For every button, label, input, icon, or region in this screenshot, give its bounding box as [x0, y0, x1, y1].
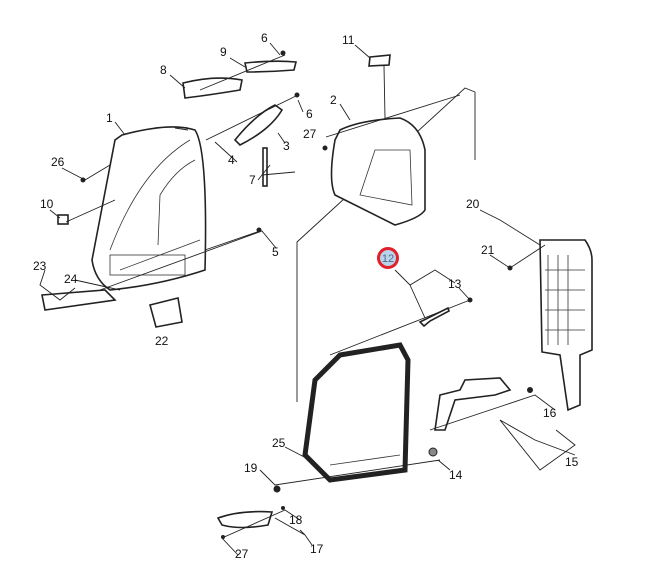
callout-25[interactable]: 25	[272, 436, 286, 450]
callout-14[interactable]: 14	[449, 468, 463, 482]
headlamp-housing-part-2	[330, 117, 426, 226]
callout-2[interactable]: 2	[330, 93, 337, 107]
callout-5[interactable]: 5	[272, 245, 279, 259]
callout-label-12: 12	[382, 253, 394, 265]
bracket-part-15	[434, 377, 512, 431]
callout-21[interactable]: 21	[481, 243, 495, 257]
callout-6[interactable]: 6	[261, 31, 268, 45]
callout-3[interactable]: 3	[283, 139, 290, 153]
callout-18[interactable]: 18	[289, 513, 303, 527]
leader-lines	[39, 42, 576, 556]
cover-part-17	[216, 510, 274, 529]
callout-1[interactable]: 1	[106, 111, 113, 125]
shield-part-20	[539, 239, 593, 412]
callout-27b[interactable]: 27	[235, 547, 249, 561]
callout-7[interactable]: 7	[249, 173, 256, 187]
callout-13[interactable]: 13	[448, 277, 462, 291]
callout-22[interactable]: 22	[155, 334, 169, 348]
trim-part-8	[182, 77, 243, 99]
fasteners	[80, 50, 533, 539]
callout-17[interactable]: 17	[310, 542, 324, 556]
callout-10[interactable]: 10	[40, 197, 54, 211]
callout-24[interactable]: 24	[64, 272, 78, 286]
callout-26[interactable]: 26	[51, 155, 65, 169]
cover-part-3	[233, 104, 284, 146]
group-bracket-lines	[296, 87, 476, 402]
callout-19[interactable]: 19	[244, 461, 258, 475]
strip-part-7	[262, 147, 268, 187]
callout-labels: 6 9 8 11 2 6 27 1 3 4 26 7 10 5 20 21 13…	[33, 31, 579, 561]
trim-part-9	[244, 60, 298, 73]
callout-8[interactable]: 8	[160, 63, 167, 77]
cover-part-22	[149, 297, 183, 328]
callout-27[interactable]: 27	[303, 127, 317, 141]
callout-15[interactable]: 15	[565, 455, 579, 469]
callout-20[interactable]: 20	[466, 197, 480, 211]
plug-part-10	[57, 214, 69, 225]
callout-12-highlighted[interactable]: 12	[377, 247, 399, 269]
callout-16[interactable]: 16	[543, 406, 557, 420]
callout-4[interactable]: 4	[228, 153, 235, 167]
bolt-part-13	[418, 306, 450, 328]
cap-part-11	[368, 54, 391, 67]
callout-11[interactable]: 11	[342, 33, 355, 47]
mounting-bracket-part-25	[302, 342, 411, 483]
seal-part-23-24	[41, 289, 117, 311]
headlamp-assembly-part-1	[91, 126, 207, 291]
callout-6b[interactable]: 6	[306, 107, 313, 121]
callout-23[interactable]: 23	[33, 259, 47, 273]
callout-9[interactable]: 9	[220, 45, 227, 59]
